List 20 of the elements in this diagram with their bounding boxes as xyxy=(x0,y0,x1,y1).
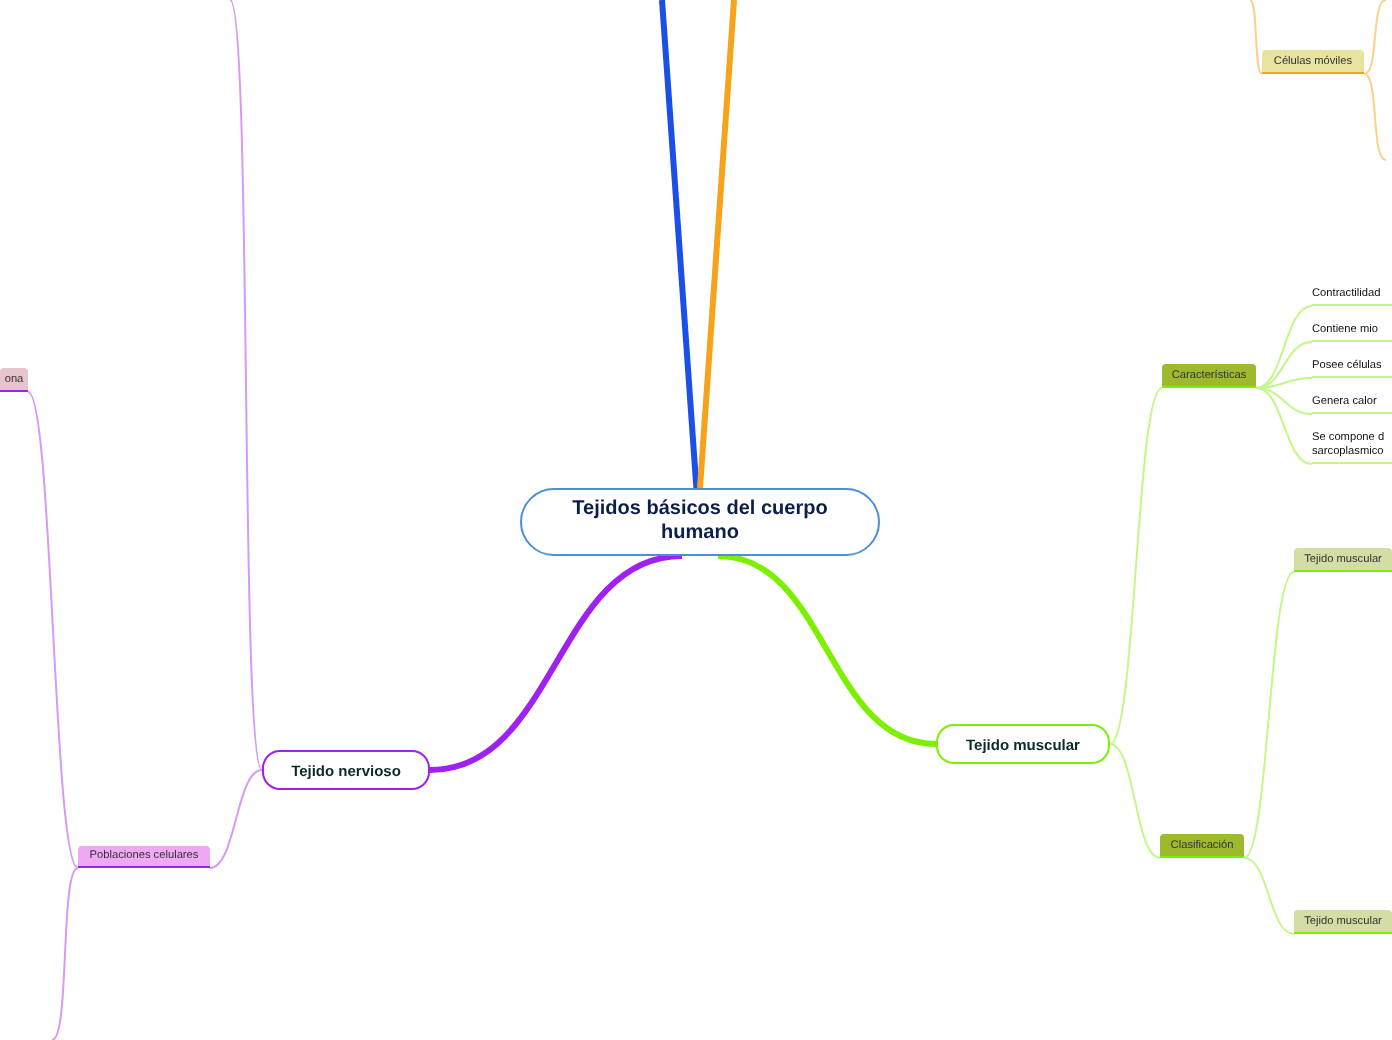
connector xyxy=(27,391,79,869)
connector xyxy=(51,867,79,1040)
connector xyxy=(429,553,683,773)
connector xyxy=(1243,571,1295,859)
connector xyxy=(1255,387,1313,415)
connector xyxy=(1109,387,1163,745)
connector xyxy=(1363,73,1387,161)
connector xyxy=(697,0,737,489)
connector xyxy=(1243,857,1295,935)
connector xyxy=(1109,743,1161,859)
connector xyxy=(717,553,937,747)
connector xyxy=(1255,341,1313,389)
connector xyxy=(209,769,263,869)
connector xyxy=(1255,305,1313,389)
central-topic: Tejidos básicos del cuerpo humano xyxy=(520,488,880,556)
connector xyxy=(229,0,263,771)
connector xyxy=(1363,0,1387,75)
connector xyxy=(1255,387,1313,465)
connector xyxy=(659,0,700,489)
connector xyxy=(1249,0,1263,75)
